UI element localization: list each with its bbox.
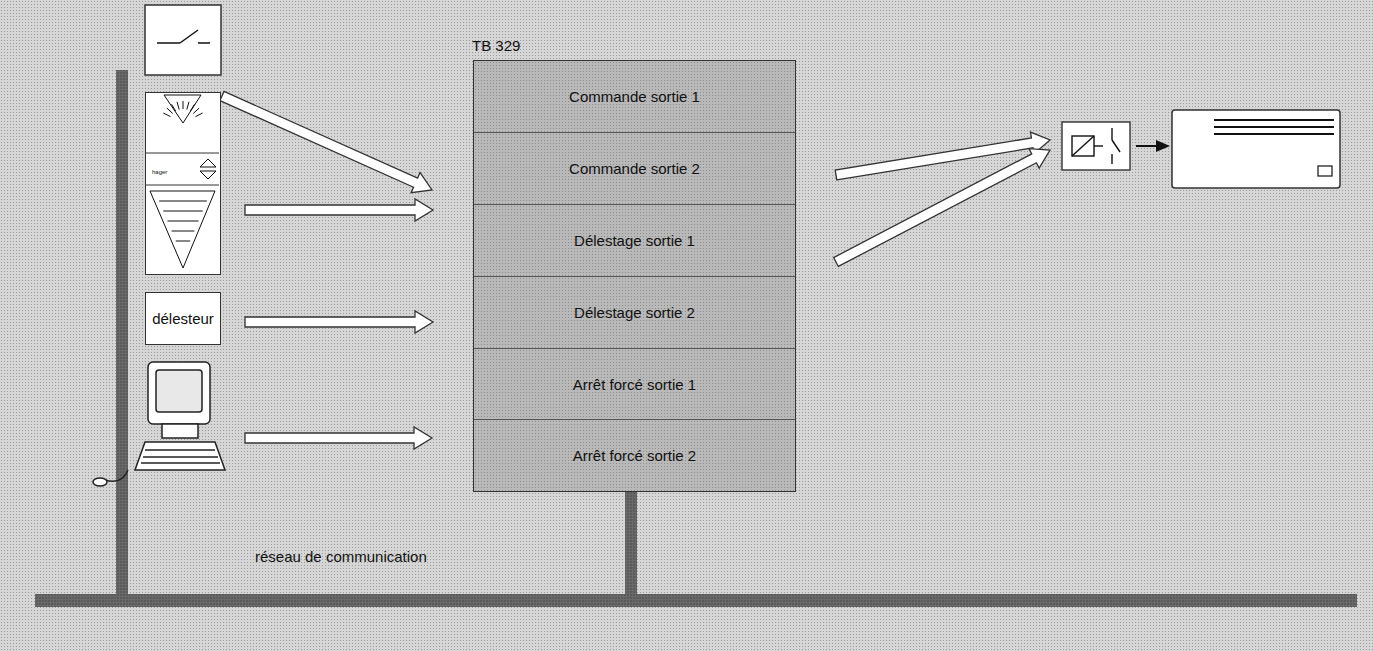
band-row: Commande sortie 1: [474, 61, 795, 133]
node-text: Délestage sortie 1: [574, 232, 695, 249]
band-row: Arrêt forcé sortie 2: [474, 420, 795, 491]
device-riser: [116, 70, 128, 600]
bus-bar: [35, 594, 1357, 607]
band-row: Délestage sortie 2: [474, 277, 795, 349]
module-box: TB 329Commande sortie 1Commande sortie 2…: [473, 60, 796, 492]
band-row: Délestage sortie 1: [474, 205, 795, 277]
module-title: TB 329: [472, 37, 520, 54]
heater-symbol: [1172, 110, 1340, 188]
node-text: délesteur: [152, 310, 214, 327]
band-row: Commande sortie 2: [474, 133, 795, 205]
network-label: réseau de communication: [255, 548, 427, 565]
node-text: Arrêt forcé sortie 1: [573, 376, 696, 393]
node-text: Délestage sortie 2: [574, 304, 695, 321]
load-shedder-box: délesteur: [145, 292, 221, 345]
node-text: Commande sortie 2: [569, 160, 700, 177]
module-riser: [625, 490, 637, 598]
output-arrowhead: [1156, 140, 1170, 152]
flow-arrow: [245, 311, 433, 333]
relay-symbol: [1062, 122, 1130, 170]
node-text: Commande sortie 1: [569, 88, 700, 105]
thermostat-symbol: [146, 93, 219, 273]
band-row: Arrêt forcé sortie 1: [474, 349, 795, 420]
thermostat-box: hager: [145, 92, 221, 275]
flow-arrow: [220, 91, 1050, 449]
flow-arrow: [245, 199, 433, 221]
node-text: hager: [152, 169, 167, 175]
node-text: Arrêt forcé sortie 2: [573, 447, 696, 464]
switch-symbol: [145, 5, 221, 75]
computer-icon: [93, 362, 225, 486]
